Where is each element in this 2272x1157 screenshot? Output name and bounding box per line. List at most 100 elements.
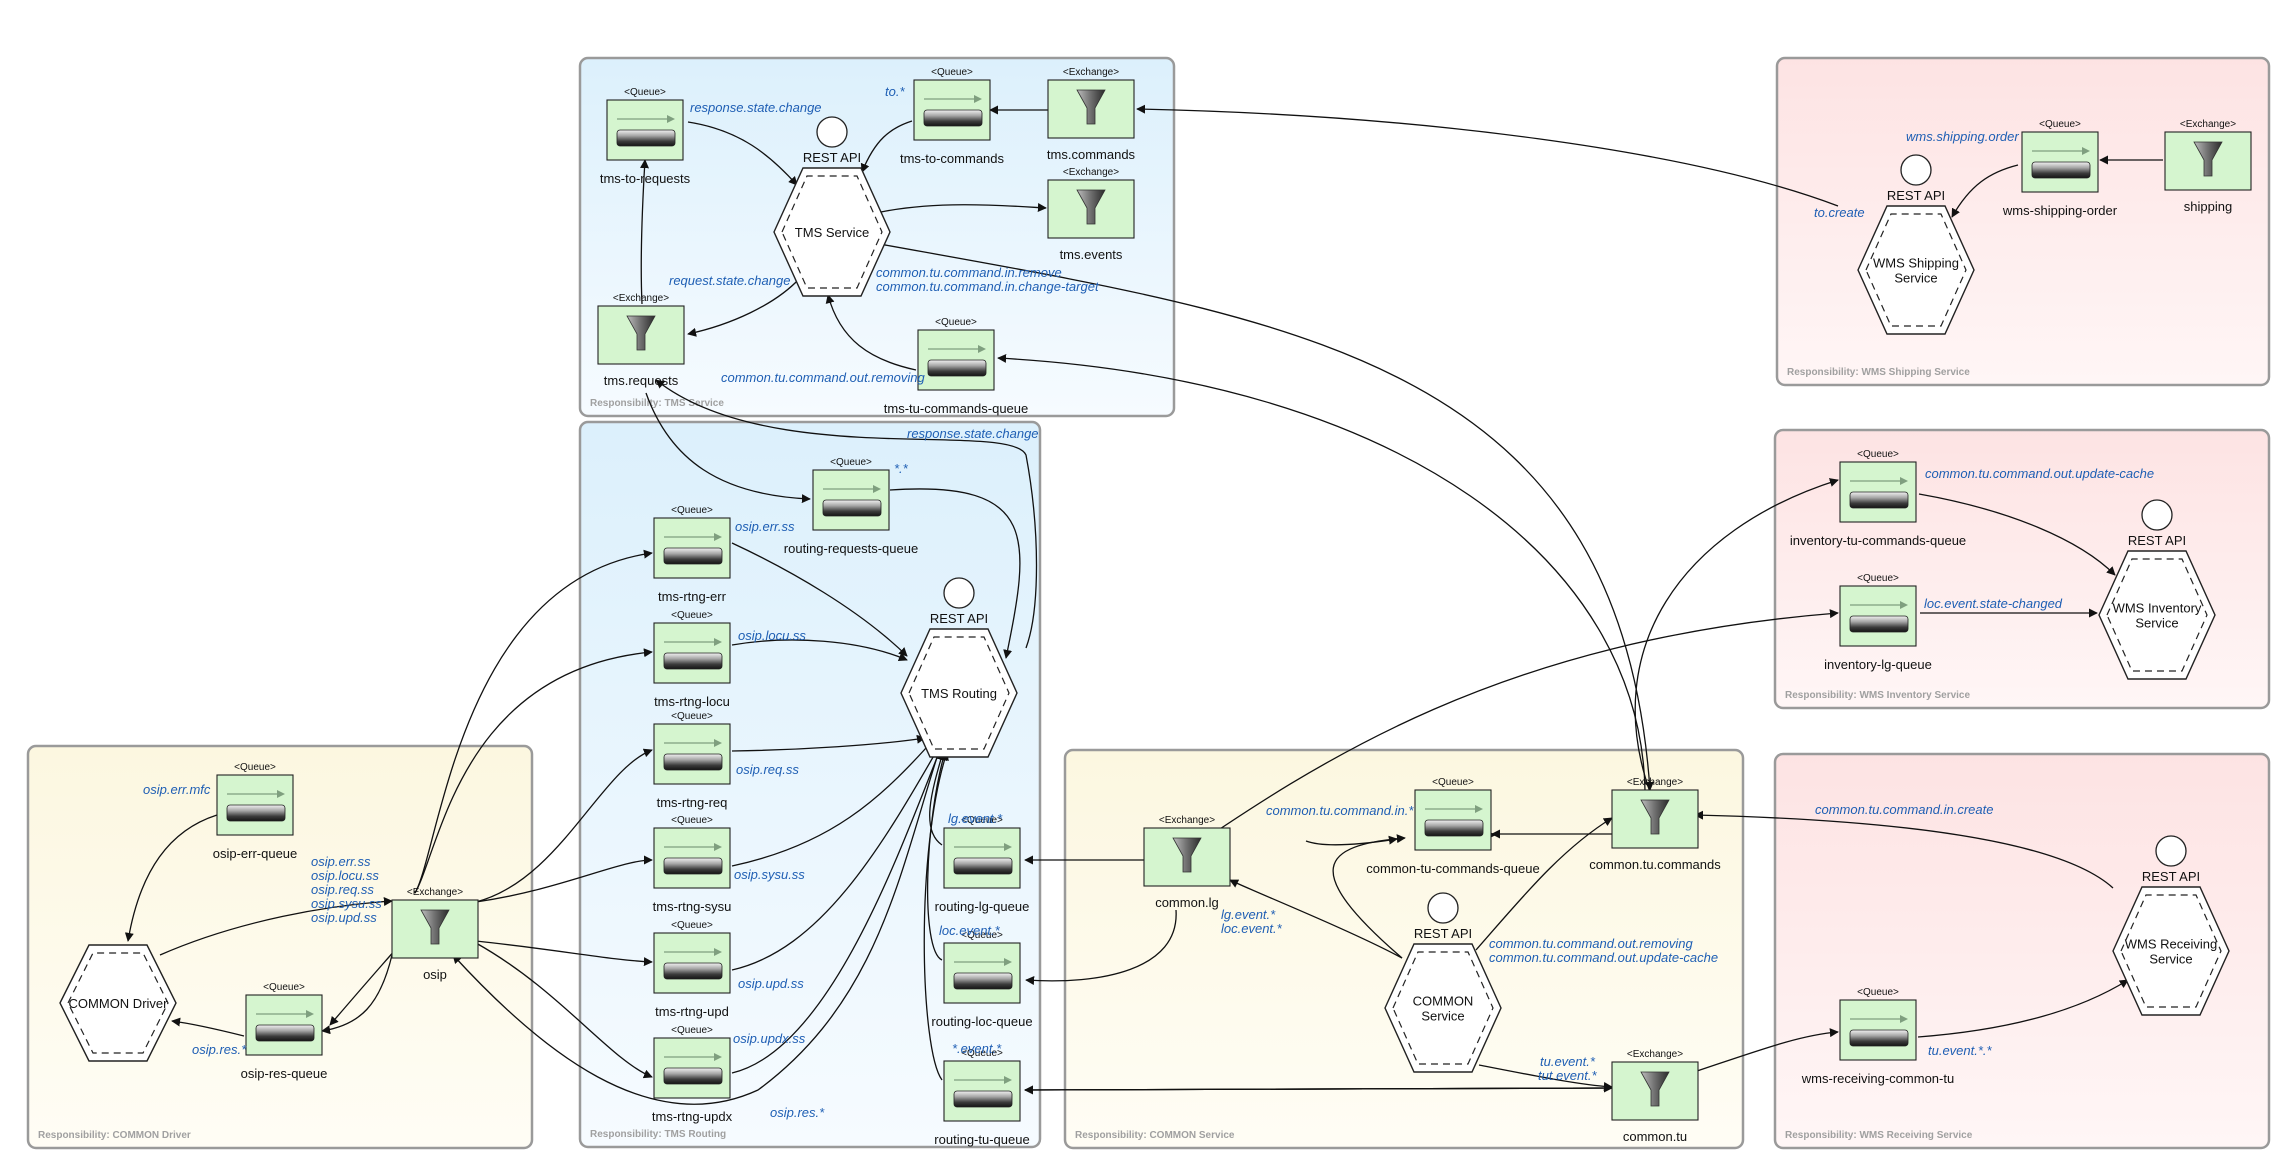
queue-stereotype: <Queue> [263, 982, 305, 993]
arrow-right-icon [277, 790, 285, 798]
funnel-icon [1640, 799, 1670, 835]
queue-tms-rtng-err[interactable]: <Queue>tms-rtng-err [653, 505, 731, 604]
queue-tms-rtng-req[interactable]: <Queue>tms-rtng-req [653, 711, 731, 810]
service-name: WMS Shipping [1873, 256, 1959, 271]
queue-wms-shipping-order[interactable]: <Queue>wms-shipping-order [2002, 119, 2118, 218]
flow-arrow [171, 1017, 245, 1037]
queue-name: routing-tu-queue [934, 1132, 1029, 1147]
flow-arrow [926, 751, 948, 961]
queue-name: inventory-lg-queue [1824, 657, 1932, 672]
rest-api-label: REST API [1414, 926, 1472, 941]
flow-arrow [1136, 104, 1839, 207]
flow-arrow [929, 751, 946, 846]
exchange-shipping[interactable]: <Exchange>shipping [2164, 119, 2252, 214]
routing-key-label: osip.err.ss [735, 519, 795, 534]
hexagon-icon [773, 167, 891, 297]
exchange-tms-requests[interactable]: <Exchange>tms.requests [597, 293, 685, 388]
exchange-name: common.tu.commands [1589, 857, 1721, 872]
flow-arrow [889, 488, 1021, 659]
exchange-stereotype: <Exchange> [1627, 1049, 1683, 1060]
routing-key-label: osip.sysu.ss [734, 867, 805, 882]
queue-tms-rtng-locu[interactable]: <Queue>tms-rtng-locu [653, 610, 731, 709]
queue-tms-to-requests[interactable]: <Queue>tms-to-requests [600, 87, 691, 186]
queue-name: tms-to-requests [600, 171, 691, 186]
region-label: Responsibility: WMS Shipping Service [1787, 367, 1970, 378]
arrow-right-icon [714, 843, 722, 851]
exchange-stereotype: <Exchange> [2180, 119, 2236, 130]
exchange-common-lg[interactable]: <Exchange>common.lg [1143, 815, 1231, 910]
queue-tms-rtng-sysu[interactable]: <Queue>tms-rtng-sysu [653, 815, 732, 914]
region-label: Responsibility: TMS Service [590, 398, 724, 409]
exchange-common-tu-commands[interactable]: <Exchange>common.tu.commands [1589, 777, 1721, 872]
funnel-icon [1172, 837, 1202, 873]
queue-inventory-lg-queue[interactable]: <Queue>inventory-lg-queue [1824, 573, 1932, 672]
exchange-name: common.tu [1623, 1129, 1687, 1144]
queue-cylinder-icon [2031, 161, 2091, 179]
queue-stereotype: <Queue> [234, 762, 276, 773]
queue-name: osip-res-queue [241, 1066, 328, 1081]
queue-cylinder-icon [663, 547, 723, 565]
flow-arrow [1951, 164, 2019, 218]
rest-api-icon [816, 116, 848, 148]
flow-arrow [1694, 810, 2114, 889]
routing-key-label: common.tu.command.out.update-cache [1489, 950, 1718, 965]
queue-wms-receiving-common-tu[interactable]: <Queue>wms-receiving-common-tu [1801, 987, 1954, 1086]
region-label: Responsibility: TMS Routing [590, 1129, 726, 1140]
exchange-stereotype: <Exchange> [1063, 67, 1119, 78]
flow-arrow [860, 120, 913, 173]
routing-key-label: to.* [885, 84, 905, 99]
queue-inventory-tu-commands-queue[interactable]: <Queue>inventory-tu-commands-queue [1790, 449, 1966, 548]
queue-stereotype: <Queue> [931, 67, 973, 78]
rest-api-label: REST API [1887, 188, 1945, 203]
service-common-driver[interactable]: COMMON Driver [59, 944, 177, 1062]
exchange-common-tu[interactable]: <Exchange> common.tu [1611, 1049, 1699, 1144]
routing-key-label: *.* [894, 461, 909, 476]
queue-common-tu-commands-queue[interactable]: <Queue>common-tu-commands-queue [1366, 777, 1539, 876]
arrow-right-icon [714, 533, 722, 541]
queue-tms-tu-commands-queue[interactable]: <Queue>tms-tu-commands-queue [884, 317, 1029, 416]
flow-arrow [475, 748, 653, 903]
service-name: WMS Receiving [2125, 937, 2217, 952]
funnel-icon [1076, 189, 1106, 225]
queue-routing-loc-queue[interactable]: <Queue>routing-loc-queue [931, 930, 1032, 1029]
queue-name: wms-receiving-common-tu [1801, 1071, 1954, 1086]
queue-tms-rtng-updx[interactable]: <Queue>tms-rtng-updx [652, 1025, 733, 1124]
queue-routing-lg-queue[interactable]: <Queue>routing-lg-queue [935, 815, 1030, 914]
region-common-service: Responsibility: COMMON Service [1063, 748, 1745, 1150]
queue-routing-requests-queue[interactable]: <Queue>routing-requests-queue [784, 457, 918, 556]
queue-routing-tu-queue[interactable]: <Queue>routing-tu-queue [934, 1048, 1029, 1147]
flow-arrow [1917, 979, 2129, 1038]
arrow-right-icon [714, 948, 722, 956]
flow-arrow [1478, 1064, 1613, 1091]
routing-key-label: loc.event.state-changed [1924, 596, 2063, 611]
queue-stereotype: <Queue> [671, 815, 713, 826]
queue-osip-err-queue[interactable]: <Queue>osip-err-queue [213, 762, 298, 861]
exchange-tms-commands[interactable]: <Exchange>tms.commands [1047, 67, 1136, 162]
rest-api-icon [943, 577, 975, 609]
routing-key-label: common.tu.command.out.removing [721, 370, 926, 385]
flow-arrow [321, 954, 393, 1035]
queue-tms-rtng-upd[interactable]: <Queue>tms-rtng-upd [653, 920, 731, 1019]
queue-stereotype: <Queue> [830, 457, 872, 468]
flow-arrow [731, 734, 926, 752]
rest-api-label: REST API [803, 150, 861, 165]
exchange-tms-events[interactable]: <Exchange>tms.events [1047, 167, 1135, 262]
funnel-icon [626, 315, 656, 351]
flow-arrow [1693, 1028, 1839, 1073]
queue-osip-res-queue[interactable]: <Queue> osip-res-queue [241, 982, 328, 1081]
exchange-stereotype: <Exchange> [1063, 167, 1119, 178]
queue-stereotype: <Queue> [671, 920, 713, 931]
hexagon-icon [2098, 550, 2216, 680]
exchange-stereotype: <Exchange> [407, 887, 463, 898]
exchange-stereotype: <Exchange> [613, 293, 669, 304]
arrow-right-icon [974, 95, 982, 103]
rest-api-icon [1900, 154, 1932, 186]
queue-tms-to-commands[interactable]: <Queue>tms-to-commands [900, 67, 1005, 166]
exchange-osip[interactable]: <Exchange>osip [391, 887, 479, 982]
